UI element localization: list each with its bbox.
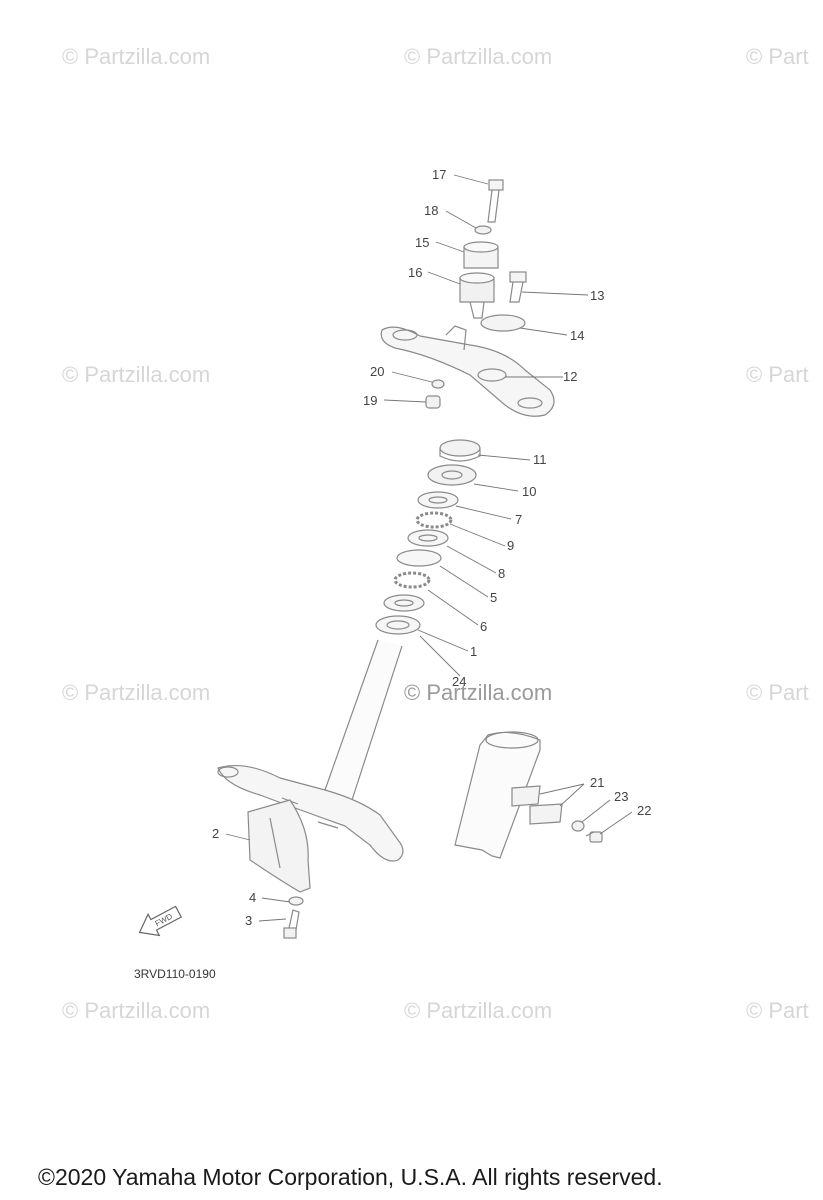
- callout-6: 6: [480, 619, 488, 634]
- part-5-seal: [396, 549, 442, 567]
- part-17-bolt: [487, 179, 504, 223]
- watermark: © Partzilla.com: [62, 998, 211, 1023]
- callout-12: 12: [563, 369, 578, 384]
- callout-7: 7: [515, 512, 523, 527]
- callout-11: 11: [533, 452, 547, 467]
- callout-8: 8: [498, 566, 506, 581]
- watermark: © Part: [746, 362, 809, 387]
- callout-17: 17: [432, 167, 447, 182]
- watermark: © Part: [746, 44, 809, 69]
- callout-20: 20: [370, 364, 385, 379]
- callout-22: 22: [637, 803, 652, 818]
- part-3-bolt: [283, 909, 300, 939]
- callout-18: 18: [424, 203, 439, 218]
- callout-21: 21: [590, 775, 605, 790]
- forward-direction-arrow: FWD: [138, 905, 183, 937]
- part-14-washer: [480, 314, 526, 332]
- watermark: © Part: [746, 998, 809, 1023]
- part-7-race: [417, 491, 459, 509]
- part-21-clamp: [511, 785, 563, 825]
- callout-9: 9: [507, 538, 515, 553]
- callout-1: 1: [470, 644, 478, 659]
- watermark: © Partzilla.com: [404, 998, 553, 1023]
- watermark: © Partzilla.com: [62, 362, 211, 387]
- part-12-upper-bracket: [380, 325, 555, 417]
- part-13-bolt: [509, 271, 527, 303]
- callout-23: 23: [614, 789, 629, 804]
- watermark: © Partzilla.com: [62, 680, 211, 705]
- part-22-bolt: [585, 831, 603, 843]
- callout-10: 10: [522, 484, 537, 499]
- part-6-race: [383, 594, 425, 612]
- callout-15: 15: [415, 235, 430, 250]
- watermark: © Part: [746, 680, 809, 705]
- part-2-cable-guide: [247, 799, 311, 893]
- callout-19: 19: [363, 393, 378, 408]
- part-9-ball-bearing: [415, 511, 453, 529]
- part-24-steering-stem: [217, 639, 404, 862]
- callout-4: 4: [249, 890, 257, 905]
- callout-13: 13: [590, 288, 605, 303]
- part-16-lower-holder: [459, 272, 495, 319]
- callout-14: 14: [570, 328, 585, 343]
- callout-5: 5: [490, 590, 498, 605]
- part-19-nut: [425, 395, 441, 409]
- front-fork-tube: [454, 731, 541, 859]
- part-10-cover: [427, 464, 477, 486]
- part-23-washer: [571, 820, 585, 832]
- watermark: © Partzilla.com: [404, 680, 553, 705]
- diagram-code: 3RVD110-0190: [134, 967, 216, 981]
- part-4-washer: [288, 896, 304, 906]
- part-6-ball-bearing: [393, 571, 431, 589]
- part-1-seal: [375, 615, 421, 635]
- watermark: © Partzilla.com: [62, 44, 211, 69]
- watermark: © Partzilla.com: [404, 44, 553, 69]
- part-11-ring-nut: [439, 439, 481, 462]
- callout-16: 16: [408, 265, 423, 280]
- callout-2: 2: [212, 826, 220, 841]
- callout-24: 24: [452, 674, 467, 689]
- part-18-washer: [474, 225, 492, 235]
- part-20-washer: [431, 379, 445, 389]
- part-15-upper-holder: [463, 241, 499, 269]
- callout-3: 3: [245, 913, 253, 928]
- part-8-race: [407, 529, 449, 547]
- copyright-notice: ©2020 Yamaha Motor Corporation, U.S.A. A…: [38, 1164, 663, 1190]
- leader-lines: [225, 174, 633, 922]
